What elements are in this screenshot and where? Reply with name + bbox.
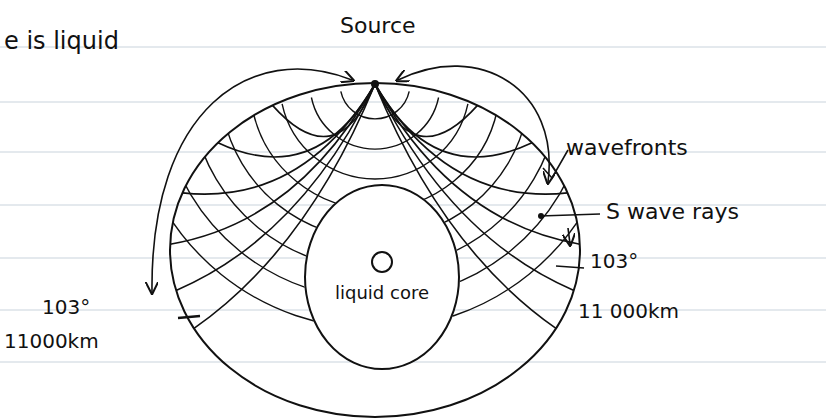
core-outline: [304, 184, 460, 370]
source-label: Source: [340, 14, 416, 38]
angle-label: 103°: [42, 296, 90, 318]
core-circle: liquid core: [304, 184, 460, 370]
tick-mark: [178, 316, 200, 318]
wavefront: [282, 104, 468, 179]
wavefront: [341, 91, 409, 119]
note-text: e is liquid: [4, 28, 119, 54]
distance-label: 11 000km: [578, 300, 679, 322]
s-wave-ray: [375, 84, 568, 194]
rays-label: S wave rays: [606, 200, 739, 224]
s-wave-ray: [182, 84, 375, 194]
core-label: liquid core: [335, 282, 429, 303]
earth-outline: [170, 83, 580, 417]
leader-line: [543, 150, 568, 178]
arrow-mark: [568, 228, 570, 244]
wavefronts-label: wavefronts: [566, 136, 688, 160]
source-dot: [371, 80, 379, 88]
angle-label: 103°: [590, 250, 638, 272]
s-wave-ray: [375, 84, 532, 157]
s-wave-ray: [218, 84, 375, 157]
leader-line: [540, 214, 600, 216]
leader-dot: [538, 213, 544, 219]
wavefront: [311, 98, 438, 150]
angle-arrow: [398, 66, 549, 182]
leader-line: [556, 266, 584, 268]
distance-label: 11000km: [4, 330, 99, 352]
